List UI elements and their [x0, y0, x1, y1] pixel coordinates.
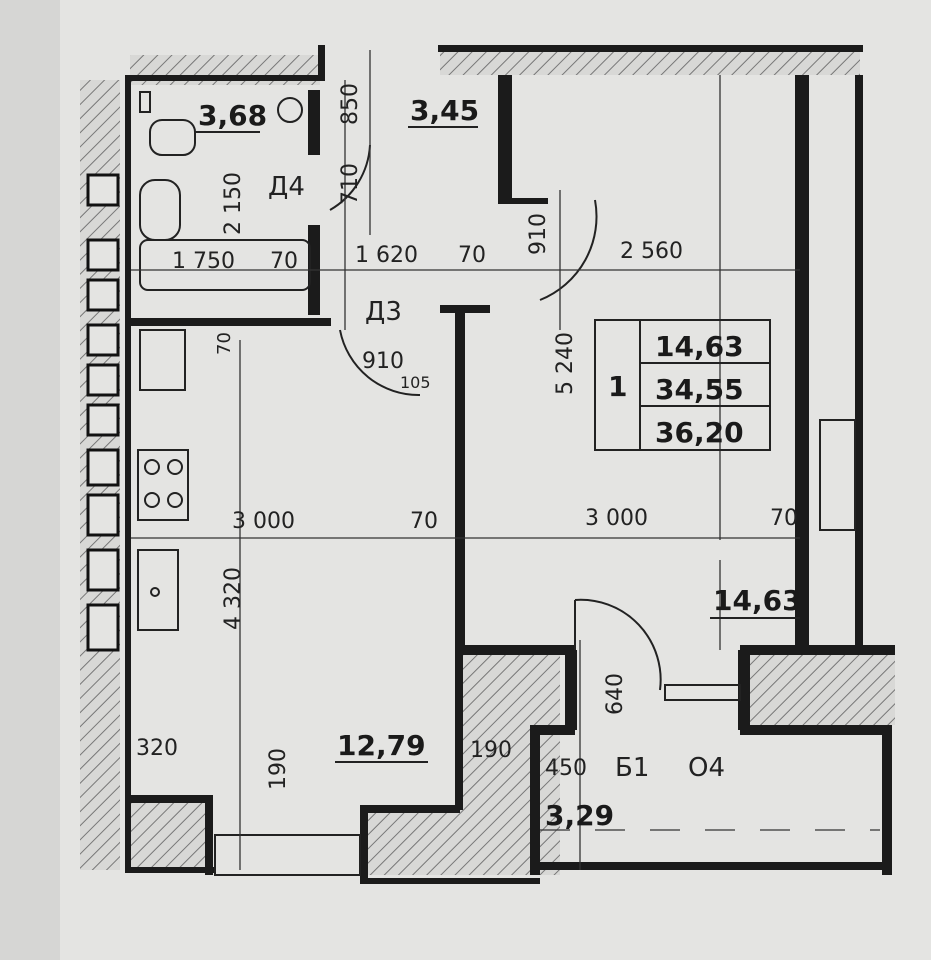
dim-2560: 2 560 [620, 239, 683, 264]
door-swing-hall [539, 199, 598, 301]
balcony-code: Б1 [615, 753, 649, 783]
dim-910: 910 [526, 213, 551, 255]
stove-icon [137, 449, 189, 521]
bathroom-area: 3,68 [198, 99, 267, 132]
dim-1750: 1 750 [172, 249, 235, 274]
summary-table: 1 14,63 34,55 36,20 [594, 319, 771, 451]
living-area: 14,63 [655, 330, 744, 363]
dim-70: 70 [770, 506, 798, 531]
balcony-door-frame [664, 684, 741, 701]
kitchen-sink-icon [139, 329, 186, 391]
bathtub-icon [139, 239, 311, 291]
rooms-count: 1 [608, 370, 627, 403]
bathroom-door-code: Д4 [268, 172, 305, 202]
dim-70: 70 [458, 243, 486, 268]
kitchen-wall-hatch [365, 810, 535, 875]
dim-70: 70 [214, 332, 235, 355]
dim-70: 70 [410, 509, 438, 534]
dim-1620: 1 620 [355, 243, 418, 268]
fixtures [137, 91, 856, 876]
page-shadow [0, 0, 60, 960]
dim-910: 910 [362, 349, 404, 374]
dim-3000: 3 000 [232, 509, 295, 534]
window-code: О4 [688, 753, 725, 783]
toilet-tank [139, 91, 151, 113]
dim-640: 640 [603, 673, 628, 715]
top-wall-hatch [440, 50, 860, 75]
balcony-area: 3,29 [545, 799, 614, 832]
dim-70: 70 [270, 249, 298, 274]
washbasin-icon [277, 97, 303, 123]
room-labels: 3,68 3,45 Д4 Д3 14,63 12,79 3,29 Б1 О4 [195, 94, 802, 832]
dim-4320: 4 320 [221, 567, 246, 630]
hall-door-code: Д3 [365, 297, 402, 327]
kitchen-wall-hatch [130, 800, 210, 870]
dim-850: 850 [338, 83, 363, 125]
dim-5240: 5 240 [553, 332, 578, 395]
dim-2150: 2 150 [221, 172, 246, 235]
room-area: 14,63 [713, 584, 802, 617]
kitchen-area: 12,79 [337, 729, 426, 762]
sink-icon [139, 179, 181, 241]
dim-320: 320 [136, 736, 178, 761]
dimension-lines [131, 50, 880, 870]
dim-190: 190 [266, 748, 291, 790]
dim-710: 710 [338, 163, 363, 205]
radiator-icon [819, 419, 856, 531]
dim-3000: 3 000 [585, 506, 648, 531]
walls [125, 45, 895, 884]
kitchen-window [214, 834, 361, 876]
door-swing-kitchen [339, 329, 421, 397]
dim-190: 190 [470, 738, 512, 763]
total-area: 34,55 [655, 373, 744, 406]
total-area-with-balcony: 36,20 [655, 416, 744, 449]
dimension-labels: 850 710 2 150 1 750 70 1 620 70 910 2 56… [136, 83, 798, 790]
door-swing-bath [329, 144, 371, 211]
door-swing-room [574, 598, 662, 691]
dim-105: 105 [400, 373, 431, 392]
toilet-icon [149, 119, 196, 156]
window-column [86, 173, 120, 652]
hall-area: 3,45 [410, 94, 479, 127]
fridge-icon [137, 549, 179, 631]
loggia-wall-hatch [745, 655, 895, 725]
dim-450: 450 [545, 756, 587, 781]
